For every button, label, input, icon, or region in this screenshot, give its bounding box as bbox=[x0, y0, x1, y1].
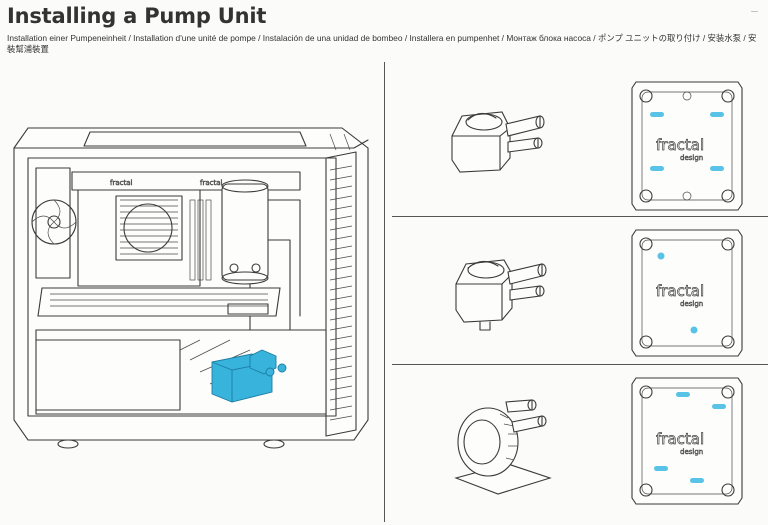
pump-unit-type-2 bbox=[455, 259, 547, 331]
bracket-sublogo-1: design bbox=[680, 154, 703, 162]
pump-bracket-1: fractal design bbox=[631, 81, 743, 211]
horizontal-divider-1 bbox=[392, 216, 768, 217]
page-marker: — bbox=[751, 8, 758, 15]
pump-unit-type-3 bbox=[454, 399, 552, 495]
svg-text:fractal: fractal bbox=[110, 179, 133, 187]
pump-bracket-2: fractal design bbox=[631, 229, 743, 357]
page-subtitle-translations: Installation einer Pumpeneinheit / Insta… bbox=[7, 33, 757, 54]
vertical-divider bbox=[384, 62, 385, 522]
horizontal-divider-2 bbox=[392, 364, 768, 365]
page-title: Installing a Pump Unit bbox=[7, 4, 267, 28]
bracket-logo-1: fractal bbox=[656, 136, 704, 154]
bracket-logo-3: fractal bbox=[656, 430, 704, 448]
bracket-sublogo-2: design bbox=[680, 300, 703, 308]
pc-case-illustration: fractal fractal bbox=[13, 127, 369, 449]
pump-bracket-3: fractal design bbox=[631, 377, 743, 505]
pump-unit-type-1 bbox=[451, 111, 545, 173]
svg-text:fractal: fractal bbox=[200, 179, 223, 187]
bracket-logo-2: fractal bbox=[656, 282, 704, 300]
bracket-sublogo-3: design bbox=[680, 448, 703, 456]
